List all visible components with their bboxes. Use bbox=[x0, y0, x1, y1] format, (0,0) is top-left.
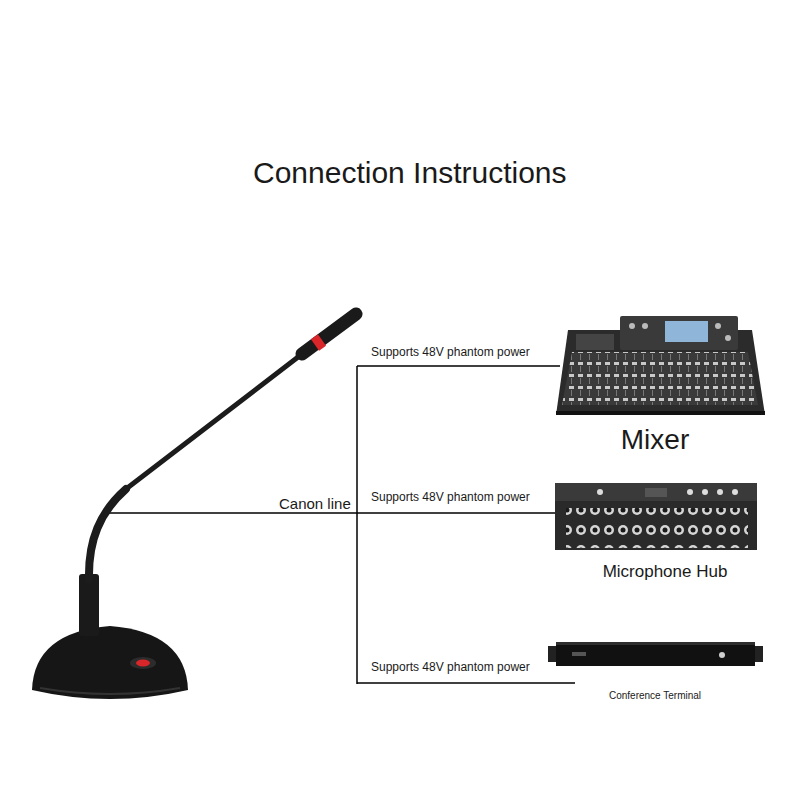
mic-button-recess bbox=[130, 657, 156, 669]
terminal-picture bbox=[548, 642, 763, 666]
hub-display bbox=[645, 488, 667, 497]
mic-base-edge bbox=[40, 688, 180, 694]
hub-top-strip bbox=[555, 483, 757, 501]
mic-gooseneck bbox=[89, 489, 126, 580]
device-label: Conference Terminal bbox=[545, 690, 765, 702]
connection-note: Supports 48V phantom power bbox=[371, 661, 530, 675]
hub-picture bbox=[555, 483, 757, 550]
mixer-edge bbox=[556, 411, 765, 415]
mixer-faders bbox=[562, 352, 758, 405]
hub-jacks bbox=[566, 508, 748, 528]
terminal-body bbox=[556, 642, 755, 666]
hub-jacks bbox=[566, 528, 748, 548]
mic-stem bbox=[126, 354, 302, 489]
terminal-top bbox=[556, 642, 755, 645]
mixer-control-box bbox=[620, 316, 738, 350]
terminal-device: Conference Terminal bbox=[545, 636, 765, 702]
hub-body bbox=[555, 483, 757, 550]
mixer-picture bbox=[556, 316, 765, 415]
connection-note: Supports 48V phantom power bbox=[371, 346, 530, 360]
hub-knob bbox=[597, 489, 603, 495]
mic-button bbox=[136, 660, 150, 667]
mixer-knob bbox=[629, 323, 635, 329]
mixer-panel bbox=[576, 334, 614, 350]
mic-base bbox=[32, 626, 188, 699]
mixer-knob bbox=[715, 323, 721, 329]
hub-knob bbox=[717, 489, 723, 495]
connection-note: Supports 48V phantom power bbox=[371, 491, 530, 505]
branch-line bbox=[357, 365, 560, 367]
mic-red-ring bbox=[315, 340, 322, 345]
terminal-knob bbox=[719, 652, 725, 658]
title: Connection Instructions bbox=[253, 156, 567, 191]
terminal-badge bbox=[572, 652, 586, 656]
cable-label: Canon line bbox=[277, 495, 353, 512]
device-label: Mixer bbox=[545, 424, 765, 456]
branch-line bbox=[357, 512, 555, 514]
split-line bbox=[356, 366, 358, 684]
mixer-device: Mixer bbox=[545, 312, 765, 456]
mixer-knob bbox=[642, 323, 648, 329]
mic-capsule bbox=[302, 314, 356, 354]
hub-knob bbox=[702, 489, 708, 495]
device-label: Microphone Hub bbox=[555, 562, 775, 582]
cable-line bbox=[107, 512, 357, 514]
hub-knob bbox=[687, 489, 693, 495]
mixer-screen bbox=[665, 321, 708, 342]
hub-knob bbox=[732, 489, 738, 495]
mixer-knob bbox=[725, 335, 731, 341]
hub-device: Microphone Hub bbox=[555, 480, 775, 582]
branch-line bbox=[357, 682, 575, 684]
microphone bbox=[32, 314, 356, 699]
